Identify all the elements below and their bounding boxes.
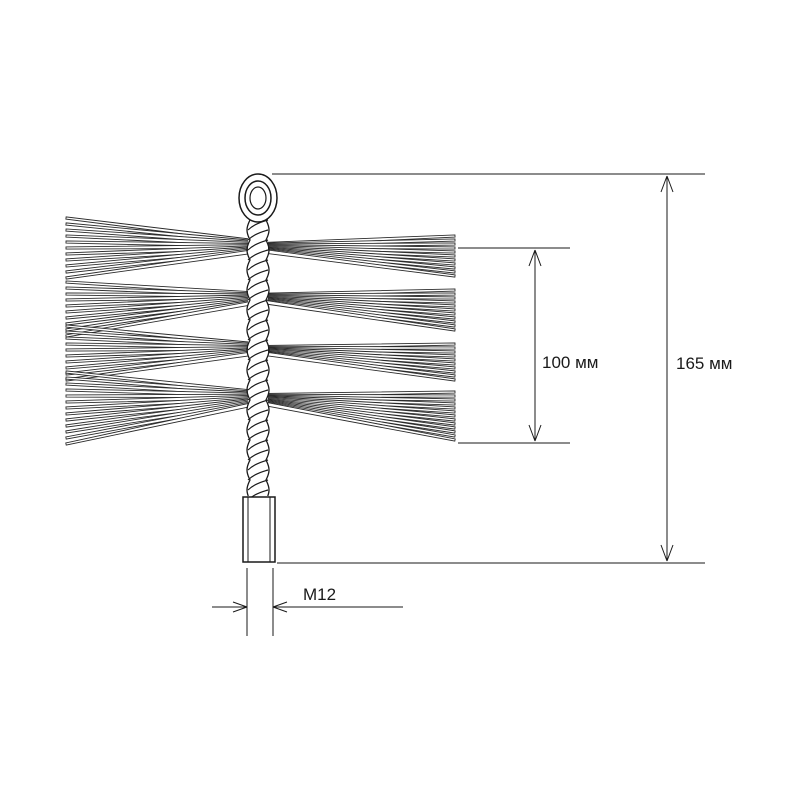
arrow-right-icon [232,601,248,613]
thread-label: M12 [303,585,336,604]
bristle-height-dimension: 100 мм [458,247,598,444]
bristle-height-label: 100 мм [542,353,598,372]
shaft-outline [265,219,270,497]
threaded-sleeve [242,496,276,563]
arrow-down-icon [528,424,542,442]
shaft-outline [246,219,251,497]
total-height-label: 165 мм [676,354,732,373]
arrow-up-icon [528,249,542,267]
twisted-wire-shaft [246,219,270,501]
thread-dimension: M12 [212,568,403,636]
shaft-body [248,220,268,497]
bristle-block [65,216,456,446]
arrow-down-icon [660,544,674,562]
total-height-dimension: 165 мм [272,173,732,564]
arrow-left-icon [272,601,288,613]
eye-loop [238,173,278,223]
arrow-up-icon [660,175,674,193]
